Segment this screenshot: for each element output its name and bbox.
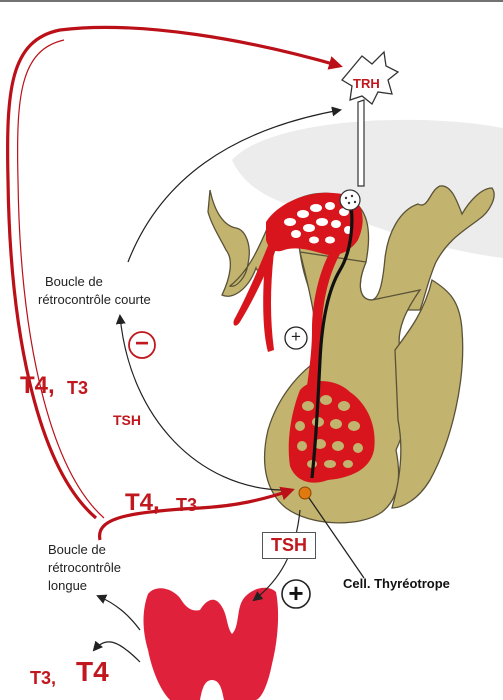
t4-bottom-label: T4	[76, 656, 109, 688]
thyroid-gland	[144, 588, 279, 700]
trh-neuron-process	[358, 100, 364, 186]
minus-symbol: −	[135, 330, 149, 358]
short-loop-label-line1: Boucle de	[45, 272, 103, 292]
thyrotrope-cell-label: Cell. Thyréotrope	[343, 576, 450, 591]
thyrotrope-cell-dot	[299, 487, 311, 499]
trh-neuron-terminal	[340, 190, 360, 210]
t4-left-label: T4,	[20, 372, 55, 400]
long-loop-label-line2: rétrocontrôle	[48, 558, 121, 578]
thyroid-to-long-loop-arrow	[98, 596, 140, 630]
plus-bottom-symbol: +	[288, 578, 304, 609]
t4-mid-label: T4,	[125, 489, 160, 517]
tsh-left-label: TSH	[113, 412, 141, 428]
trh-label: TRH	[353, 76, 380, 91]
portal-vessel-side	[263, 250, 274, 352]
long-loop-label-line3: longue	[48, 576, 87, 596]
t3-bottom-label: T3,	[30, 668, 56, 689]
t3-left-label: T3	[67, 378, 88, 399]
t3-mid-label: T3	[176, 495, 197, 516]
plus-top-symbol: +	[290, 327, 302, 347]
tsh-box-label: TSH	[262, 532, 316, 559]
long-loop-label-line1: Boucle de	[48, 540, 106, 560]
short-loop-label-line2: rétrocontrôle courte	[38, 290, 151, 310]
